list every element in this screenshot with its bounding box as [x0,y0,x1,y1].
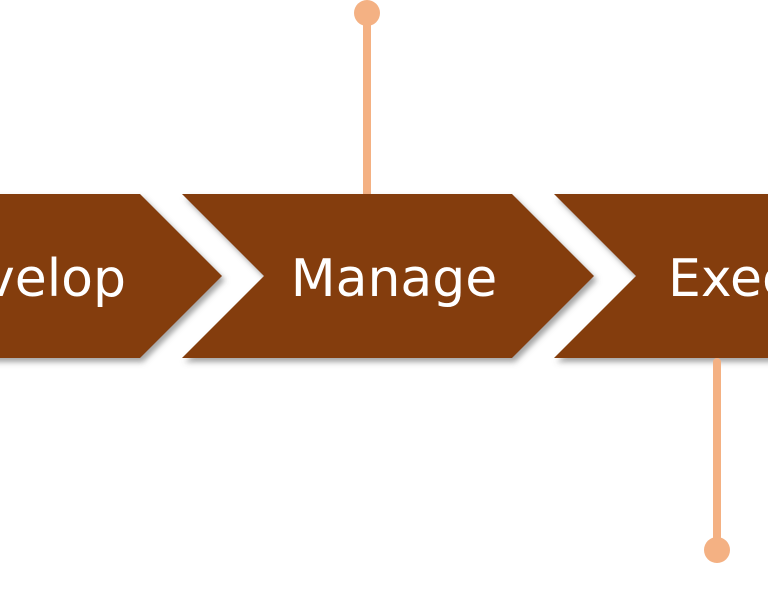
connector-bottom-dot [704,537,730,563]
connector-top-dot [354,0,380,26]
step-label-2: Manage [291,249,498,309]
connector-bottom [704,358,730,563]
chevron-step-2: Manage [182,194,594,358]
chevron-shape-2 [182,194,594,358]
chevron-shape-1 [0,194,222,358]
chevron-step-1: velop [0,194,222,358]
step-label-1: velop [0,249,126,309]
connector-top [354,0,380,207]
chevron-step-3: Exec [554,194,768,358]
step-label-3: Exec [668,249,768,309]
chevron-shape-3 [554,194,768,358]
